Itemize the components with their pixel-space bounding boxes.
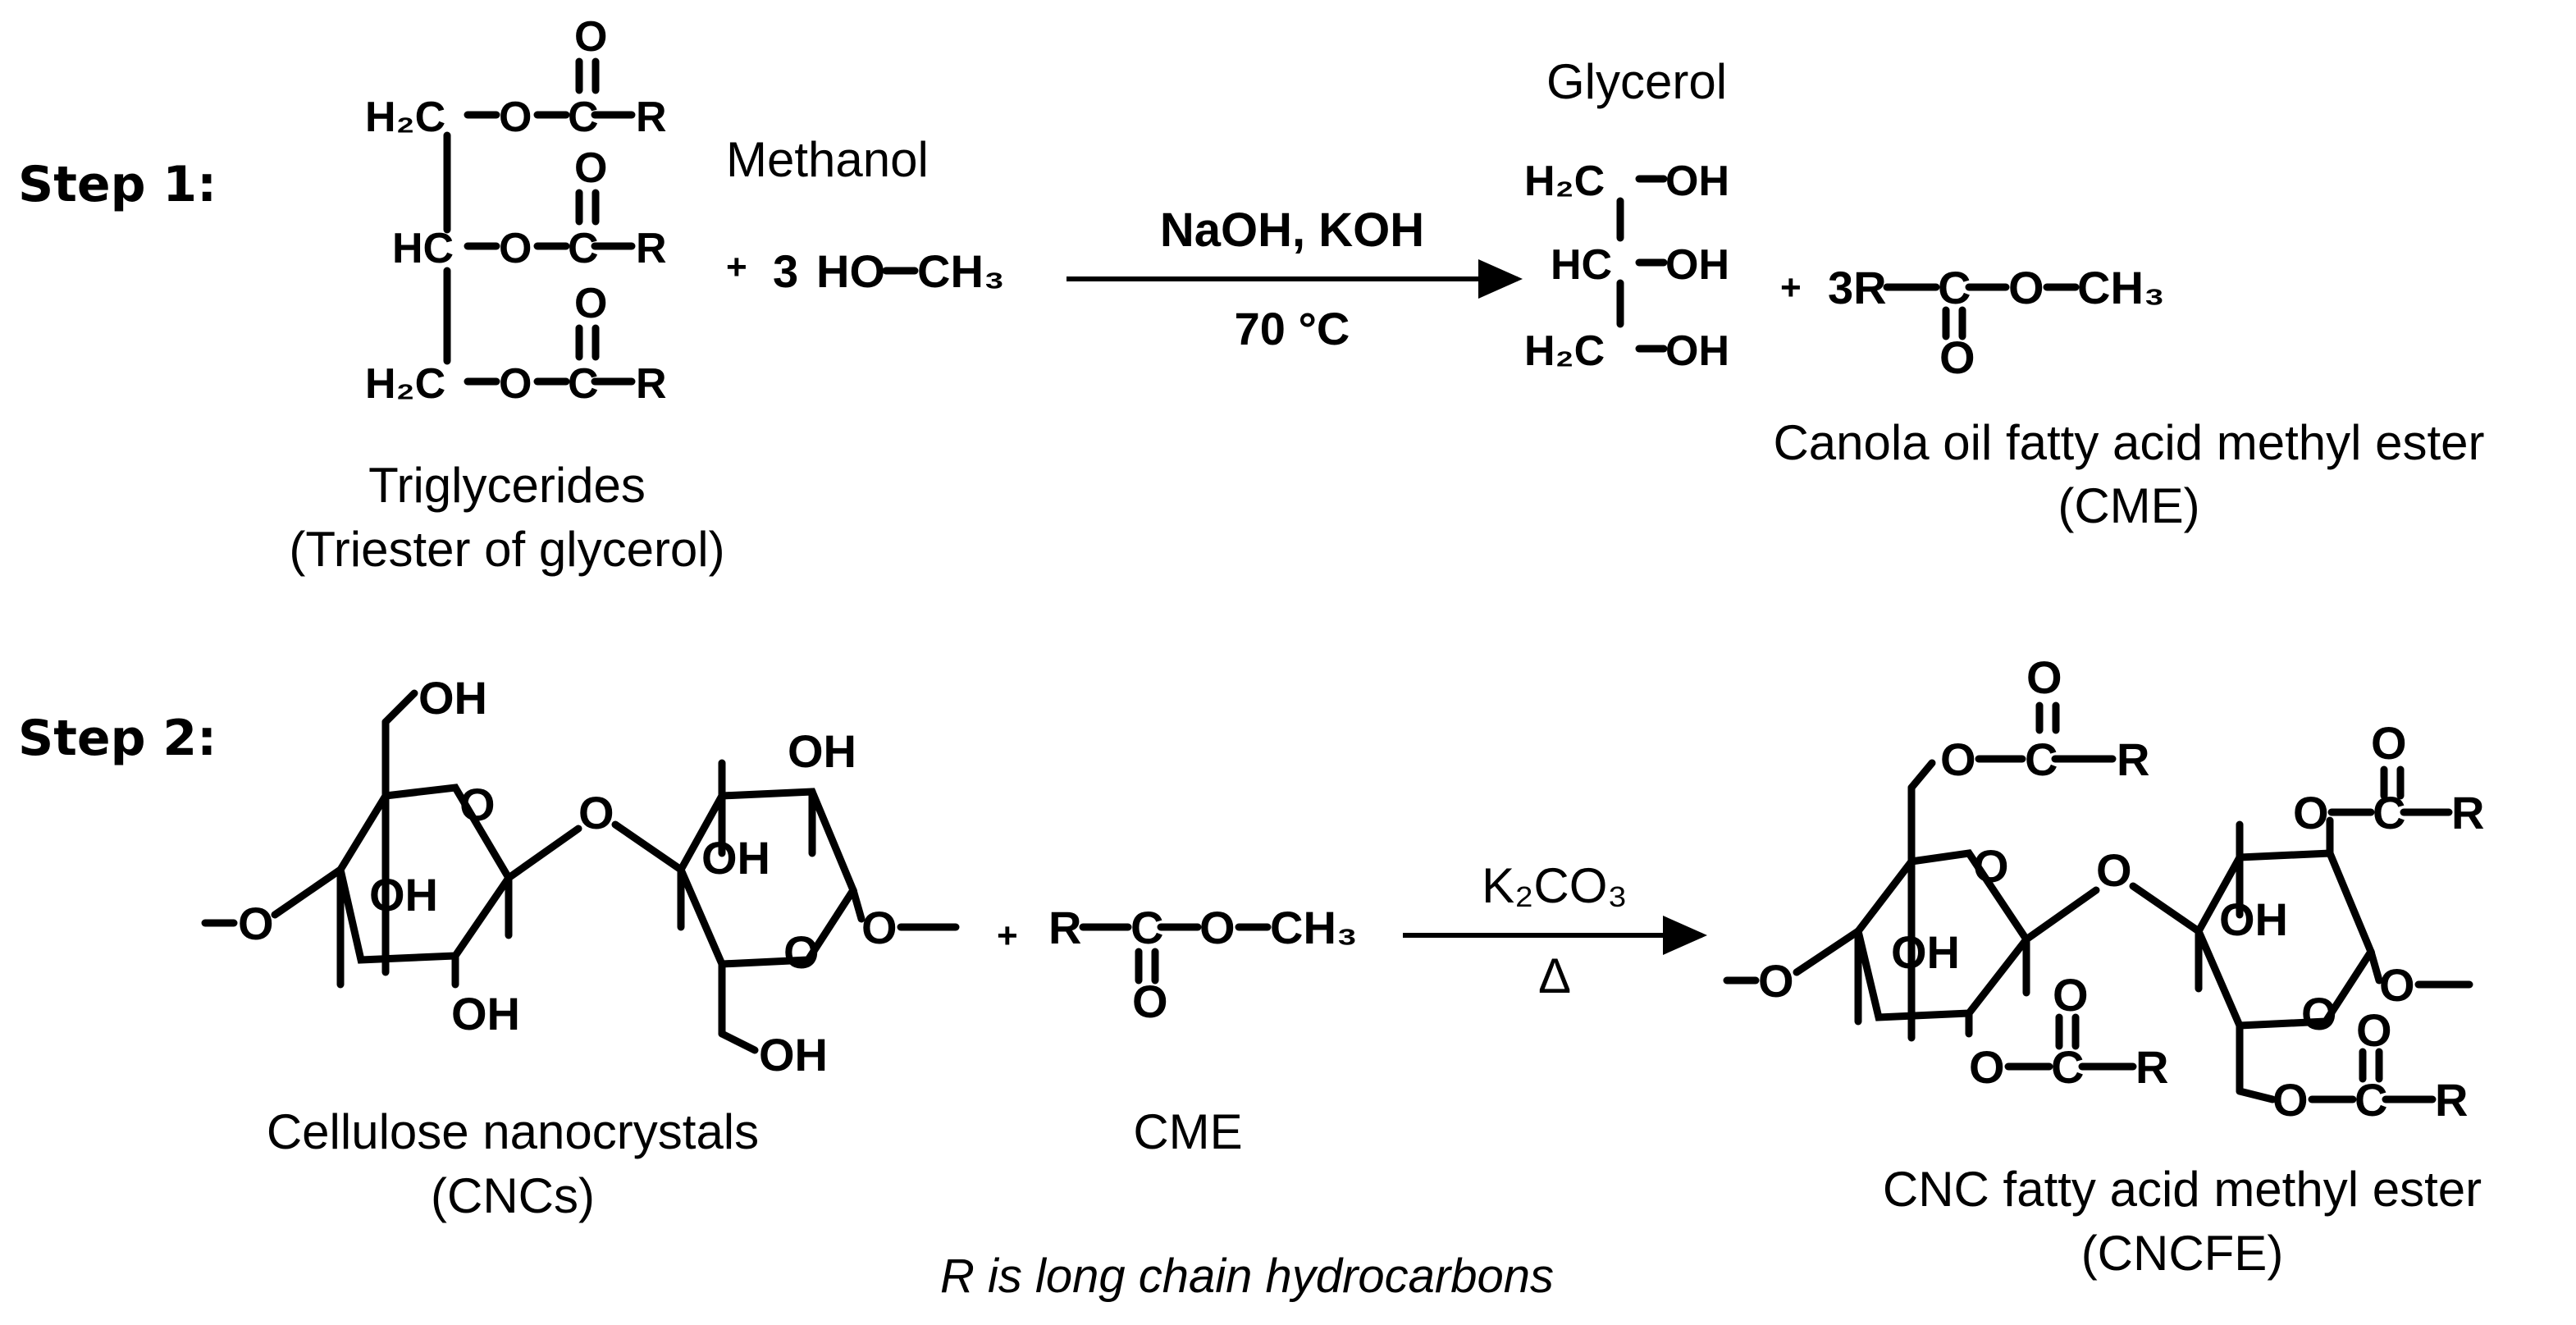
svg-text:3: 3 <box>773 245 798 297</box>
svg-text:R: R <box>2451 787 2484 838</box>
svg-text:R: R <box>2117 733 2149 785</box>
svg-text:O: O <box>2301 988 2337 1039</box>
svg-text:R: R <box>1048 902 1081 953</box>
svg-text:O: O <box>2053 969 2089 1021</box>
svg-text:R: R <box>2135 1041 2168 1093</box>
cme-name-label: Canola oil fatty acid methyl ester <box>1773 415 2484 470</box>
glycerol-structure: H₂C OH HC OH H₂C OH <box>1524 158 1729 375</box>
svg-text:O: O <box>574 13 607 61</box>
svg-text:OH: OH <box>1891 926 1960 978</box>
svg-text:O: O <box>574 280 607 327</box>
svg-text:O: O <box>574 144 607 192</box>
svg-text:O: O <box>2008 262 2044 313</box>
svg-text:OH: OH <box>369 869 438 921</box>
svg-text:O: O <box>499 225 532 272</box>
svg-text:O: O <box>499 94 532 141</box>
svg-text:O: O <box>1939 331 1975 383</box>
svg-text:3R: 3R <box>1828 262 1887 313</box>
svg-text:R: R <box>636 94 667 141</box>
catalyst-k2co3: K₂CO₃ <box>1482 858 1628 913</box>
svg-text:CH₃: CH₃ <box>1270 902 1358 953</box>
svg-text:OH: OH <box>2219 893 2288 945</box>
svg-text:O: O <box>1940 733 1976 785</box>
step-1-label: Step 1: <box>18 156 217 213</box>
svg-text:H₂C: H₂C <box>365 94 445 141</box>
svg-text:O: O <box>2026 651 2062 703</box>
svg-text:OH: OH <box>701 832 770 884</box>
svg-text:HC: HC <box>392 225 454 272</box>
cnc-abbr-label: (CNCs) <box>431 1168 595 1223</box>
svg-text:O: O <box>861 902 897 953</box>
plus-sign: + <box>726 247 747 287</box>
svg-text:HC: HC <box>1551 241 1612 289</box>
catalyst-naoh-koh: NaOH, KOH <box>1160 203 1424 257</box>
svg-text:O: O <box>578 787 614 838</box>
svg-text:OH: OH <box>451 988 520 1039</box>
svg-text:OH: OH <box>1665 158 1729 205</box>
cnc-structure: OH O OH OH O O OH OH O OH O <box>201 672 960 1081</box>
svg-text:R: R <box>636 225 667 272</box>
cnc-name-label: Cellulose nanocrystals <box>267 1104 759 1159</box>
heat-symbol: Δ <box>1538 948 1571 1003</box>
svg-text:O: O <box>1758 955 1794 1007</box>
svg-text:O: O <box>1132 975 1168 1027</box>
svg-text:H₂C: H₂C <box>365 360 445 408</box>
svg-text:O: O <box>1199 902 1235 953</box>
svg-text:O: O <box>2371 717 2407 769</box>
svg-text:H₂C: H₂C <box>1524 158 1605 205</box>
svg-text:O: O <box>1969 1041 2005 1093</box>
svg-text:OH: OH <box>759 1029 828 1081</box>
methanol-structure: 3 HO CH₃ <box>773 245 1005 297</box>
cme-abbr-label: (CME) <box>2058 478 2199 533</box>
cncfe-structure: O O C R O OH O O C R O O <box>1723 651 2484 1126</box>
cme-short-label: CME <box>1133 1104 1242 1159</box>
svg-text:OH: OH <box>788 725 856 777</box>
svg-text:H₂C: H₂C <box>1524 327 1605 375</box>
cme-structure: 3R C O CH₃ O <box>1828 262 2165 383</box>
triglyceride-structure: H₂C O C R O HC O C R O H₂C O C R O <box>365 13 667 408</box>
svg-text:OH: OH <box>1665 241 1729 289</box>
svg-text:OH: OH <box>418 672 487 724</box>
svg-text:OH: OH <box>1665 327 1729 375</box>
triglycerides-label: Triglycerides <box>368 458 646 513</box>
methanol-label: Methanol <box>726 132 929 187</box>
cncfe-name-label: CNC fatty acid methyl ester <box>1883 1162 2482 1217</box>
svg-text:CH₃: CH₃ <box>917 245 1005 297</box>
svg-text:R: R <box>636 360 667 408</box>
svg-text:O: O <box>2272 1074 2309 1126</box>
svg-text:R: R <box>2435 1074 2468 1126</box>
temperature-label: 70 °C <box>1235 303 1350 354</box>
plus-sign: + <box>1780 267 1802 308</box>
cme-reagent-structure: R C O CH₃ O <box>1048 902 1358 1027</box>
glycerol-label: Glycerol <box>1546 54 1727 109</box>
r-definition-note: R is long chain hydrocarbons <box>940 1250 1554 1303</box>
triglycerides-sublabel: (Triester of glycerol) <box>289 522 724 577</box>
svg-text:O: O <box>2379 959 2415 1011</box>
cncfe-abbr-label: (CNCFE) <box>2081 1226 2284 1281</box>
svg-text:O: O <box>783 926 820 978</box>
svg-text:O: O <box>459 779 496 830</box>
svg-text:O: O <box>238 898 274 949</box>
svg-text:O: O <box>1973 840 2009 892</box>
svg-text:O: O <box>2356 1004 2392 1056</box>
svg-text:HO: HO <box>816 245 885 297</box>
svg-text:O: O <box>2096 844 2132 896</box>
plus-sign: + <box>997 916 1018 956</box>
step-2-label: Step 2: <box>18 710 217 767</box>
svg-text:CH₃: CH₃ <box>2077 262 2165 313</box>
svg-text:O: O <box>2293 787 2329 838</box>
svg-text:O: O <box>499 360 532 408</box>
